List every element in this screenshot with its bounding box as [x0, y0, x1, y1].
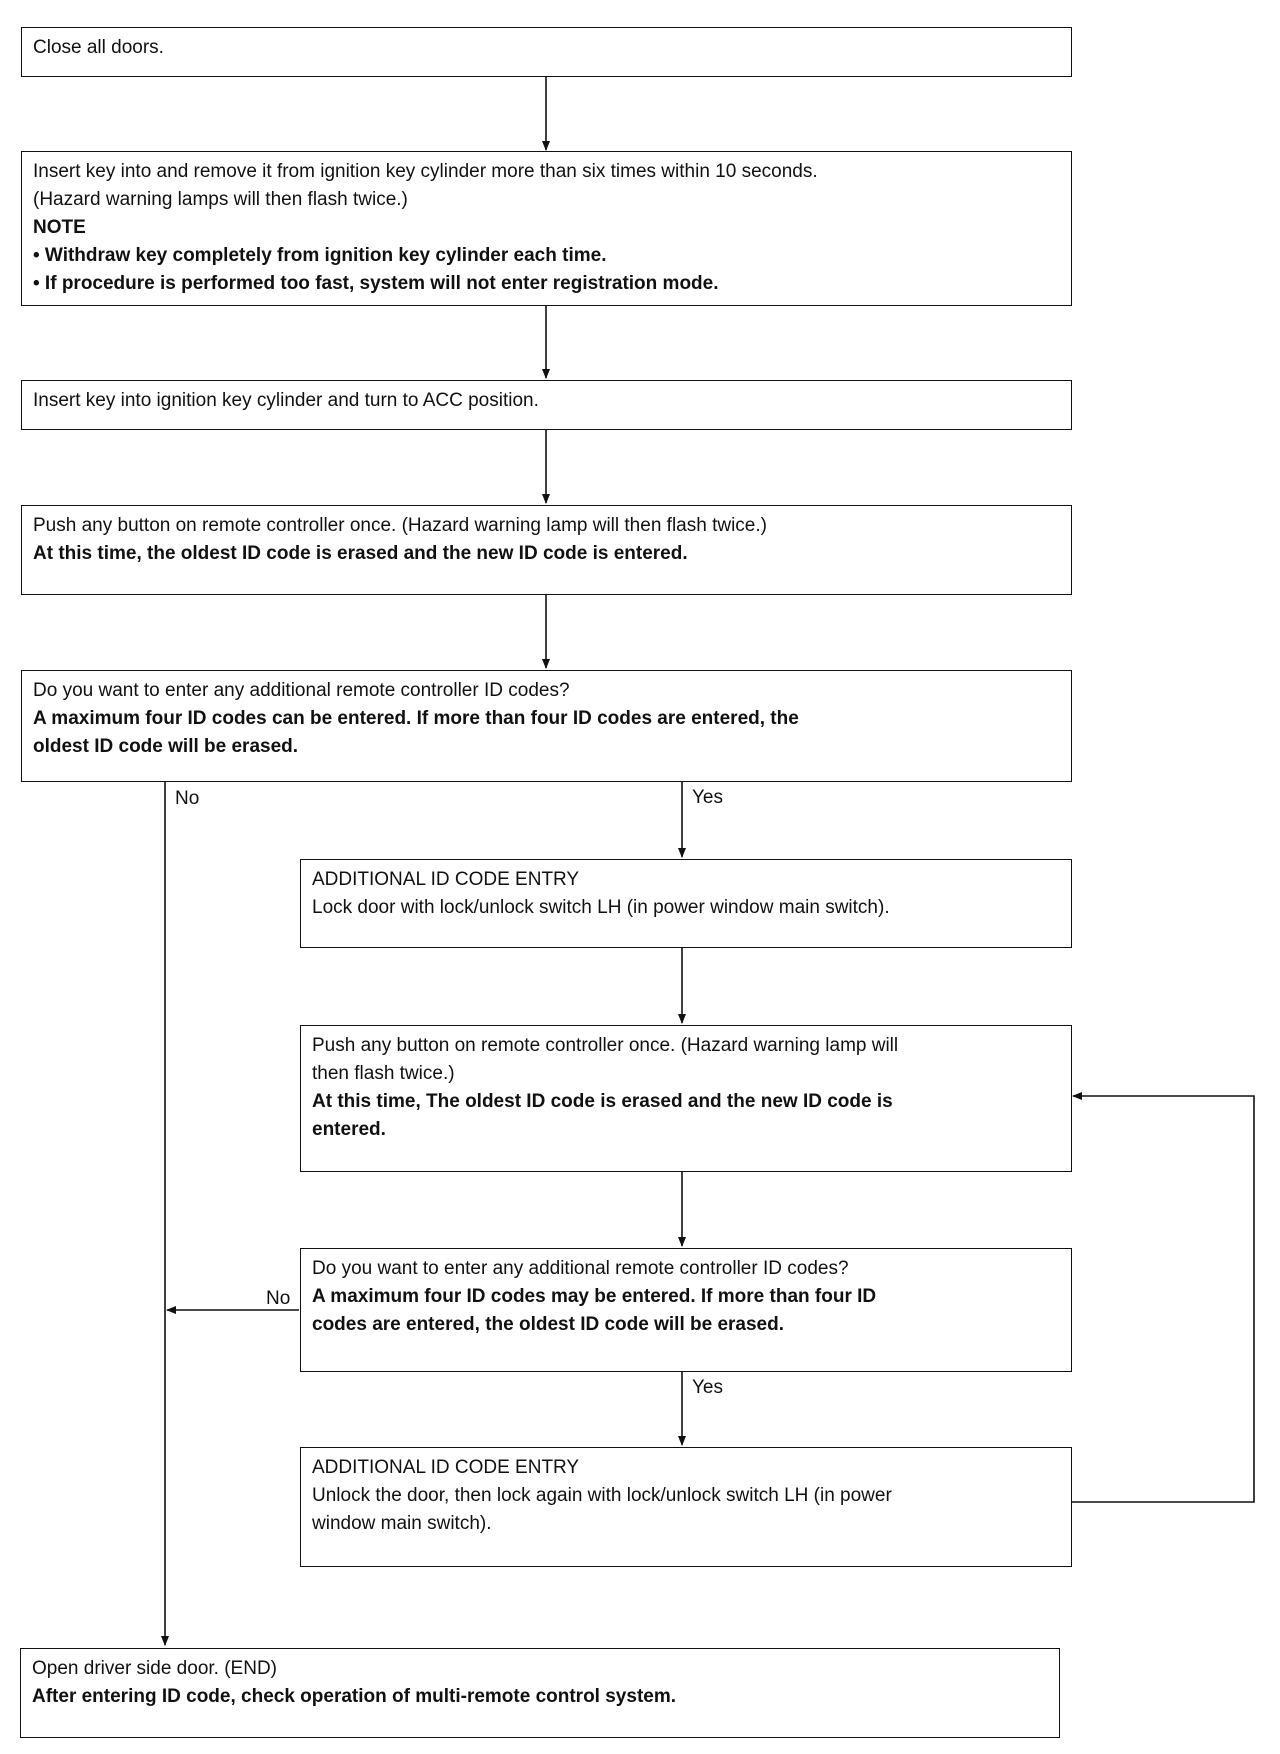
- step-bold-text: A maximum four ID codes may be entered. …: [312, 1286, 877, 1307]
- step-bold-text: At this time, the oldest ID code is eras…: [33, 543, 688, 564]
- step-bold-text: entered.: [312, 1119, 386, 1140]
- step-bold-text: After entering ID code, check operation …: [32, 1686, 677, 1707]
- step-push-button-1: Push any button on remote controller onc…: [21, 505, 1072, 595]
- step-bold-text: A maximum four ID codes can be entered. …: [33, 708, 799, 729]
- label-yes-2: Yes: [692, 1377, 723, 1398]
- label-no-1: No: [175, 788, 200, 809]
- label-yes-1: Yes: [692, 787, 723, 808]
- step-text: Lock door with lock/unlock switch LH (in…: [312, 897, 890, 918]
- note-item: • If procedure is performed too fast, sy…: [33, 273, 719, 294]
- step-text: Do you want to enter any additional remo…: [312, 1258, 849, 1279]
- step-bold-text: At this time, The oldest ID code is eras…: [312, 1091, 893, 1112]
- step-text: then flash twice.): [312, 1063, 455, 1084]
- decision-additional-codes-2: Do you want to enter any additional remo…: [300, 1248, 1072, 1372]
- arrow-loop-back: [1070, 1092, 1255, 1503]
- step-additional-entry-1: ADDITIONAL ID CODE ENTRY Lock door with …: [300, 859, 1072, 948]
- note-item: • Withdraw key completely from ignition …: [33, 245, 607, 266]
- note-heading: NOTE: [33, 217, 86, 238]
- decision-additional-codes-1: Do you want to enter any additional remo…: [21, 670, 1072, 782]
- step-bold-text: oldest ID code will be erased.: [33, 736, 299, 757]
- step-text: Push any button on remote controller onc…: [33, 515, 767, 536]
- step-text: Push any button on remote controller onc…: [312, 1035, 899, 1056]
- step-title: ADDITIONAL ID CODE ENTRY: [312, 869, 580, 890]
- step-text: window main switch).: [312, 1513, 492, 1534]
- step-insert-remove-key: Insert key into and remove it from ignit…: [21, 151, 1072, 306]
- step-text: Unlock the door, then lock again with lo…: [312, 1485, 892, 1506]
- step-additional-entry-2: ADDITIONAL ID CODE ENTRY Unlock the door…: [300, 1447, 1072, 1567]
- step-close-doors: Close all doors.: [21, 27, 1072, 77]
- step-title: ADDITIONAL ID CODE ENTRY: [312, 1457, 580, 1478]
- step-push-button-2: Push any button on remote controller onc…: [300, 1025, 1072, 1172]
- step-bold-text: codes are entered, the oldest ID code wi…: [312, 1314, 784, 1335]
- step-acc-position: Insert key into ignition key cylinder an…: [21, 380, 1072, 430]
- step-end: Open driver side door. (END) After enter…: [20, 1648, 1060, 1738]
- step-text: Insert key into ignition key cylinder an…: [33, 390, 539, 411]
- step-text: Close all doors.: [33, 37, 164, 58]
- label-no-2: No: [266, 1288, 291, 1309]
- step-text: Open driver side door. (END): [32, 1658, 277, 1679]
- step-text: (Hazard warning lamps will then flash tw…: [33, 189, 408, 210]
- step-text: Do you want to enter any additional remo…: [33, 680, 570, 701]
- step-text: Insert key into and remove it from ignit…: [33, 161, 818, 182]
